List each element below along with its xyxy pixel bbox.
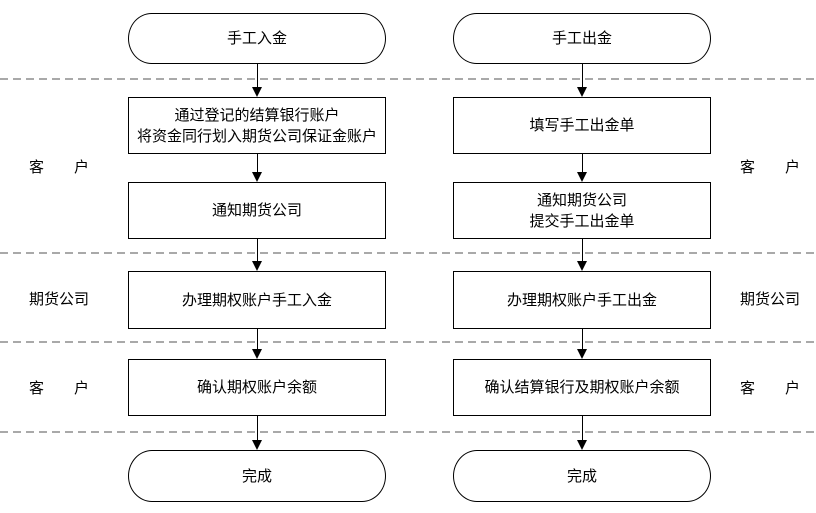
arrow-shaft	[581, 416, 583, 440]
process-withdrawal-notify-company: 通知期货公司 提交手工出金单	[453, 182, 711, 239]
arrow-shaft	[581, 64, 583, 87]
flow-arrow-withdrawal-1	[577, 64, 588, 97]
arrow-shaft	[581, 239, 583, 261]
lane-label-futures-company-left: 期货公司	[28, 290, 89, 308]
arrowhead-down-icon	[577, 261, 587, 271]
flow-arrow-deposit-3	[252, 239, 263, 271]
lane-divider-2	[0, 252, 816, 254]
flow-arrow-withdrawal-3	[577, 239, 588, 271]
arrow-shaft	[256, 64, 258, 87]
process-withdrawal-fill-form: 填写手工出金单	[453, 97, 711, 154]
arrowhead-down-icon	[252, 87, 262, 97]
process-deposit-handle-manual-deposit: 办理期权账户手工入金	[128, 271, 386, 329]
lane-label-customer-right-bottom: 客 户	[739, 379, 800, 397]
process-withdrawal-confirm-balance: 确认结算银行及期权账户余额	[453, 359, 711, 416]
arrow-shaft	[256, 416, 258, 440]
process-deposit-confirm-balance: 确认期权账户余额	[128, 359, 386, 416]
flow-arrow-deposit-5	[252, 416, 263, 450]
lane-label-customer-left-bottom: 客 户	[28, 379, 89, 397]
end-deposit-complete: 完成	[128, 450, 386, 502]
arrow-shaft	[581, 154, 583, 172]
arrow-shaft	[256, 154, 258, 172]
arrowhead-down-icon	[577, 349, 587, 359]
arrowhead-down-icon	[577, 440, 587, 450]
flow-arrow-deposit-1	[252, 64, 263, 97]
process-withdrawal-handle-manual-withdrawal: 办理期权账户手工出金	[453, 271, 711, 329]
start-manual-deposit: 手工入金	[128, 13, 386, 64]
start-manual-withdrawal: 手工出金	[453, 13, 711, 64]
end-withdrawal-complete: 完成	[453, 450, 711, 502]
arrowhead-down-icon	[252, 440, 262, 450]
process-deposit-notify-company: 通知期货公司	[128, 182, 386, 239]
lane-label-futures-company-right: 期货公司	[739, 290, 800, 308]
arrowhead-down-icon	[577, 172, 587, 182]
arrowhead-down-icon	[252, 261, 262, 271]
arrow-shaft	[256, 239, 258, 261]
arrow-shaft	[256, 329, 258, 349]
arrowhead-down-icon	[577, 87, 587, 97]
flow-arrow-withdrawal-5	[577, 416, 588, 450]
process-deposit-transfer-funds: 通过登记的结算银行账户 将资金同行划入期货公司保证金账户	[128, 97, 386, 154]
lane-label-customer-left-top: 客 户	[28, 158, 89, 176]
lane-label-customer-right-top: 客 户	[739, 158, 800, 176]
arrowhead-down-icon	[252, 349, 262, 359]
arrow-shaft	[581, 329, 583, 349]
lane-divider-1	[0, 78, 816, 80]
lane-divider-4	[0, 431, 816, 433]
flow-arrow-deposit-2	[252, 154, 263, 182]
flow-arrow-withdrawal-4	[577, 329, 588, 359]
flow-arrow-deposit-4	[252, 329, 263, 359]
flow-arrow-withdrawal-2	[577, 154, 588, 182]
lane-divider-3	[0, 341, 816, 343]
arrowhead-down-icon	[252, 172, 262, 182]
